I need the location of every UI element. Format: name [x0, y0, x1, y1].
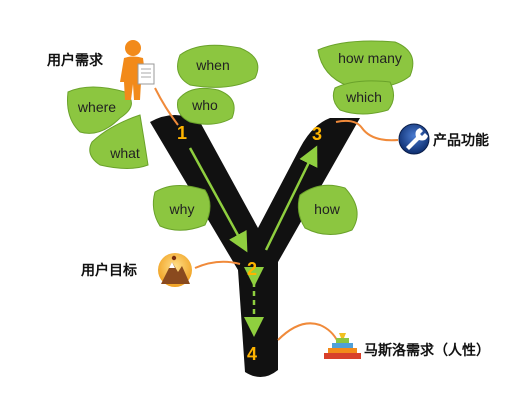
svg-text:where: where — [77, 99, 116, 115]
pyramid-icon — [324, 333, 361, 359]
leaf-where: where — [67, 86, 132, 134]
svg-text:who: who — [191, 97, 218, 113]
label-product-function: 产品功能 — [433, 132, 489, 149]
leaf-why: why — [152, 185, 211, 231]
label-user-goal: 用户目标 — [81, 262, 137, 279]
step-number-4: 4 — [247, 344, 257, 364]
wrench-icon — [398, 123, 430, 155]
step-number-3: 3 — [312, 124, 322, 144]
connector-product-function — [335, 119, 399, 142]
connector-maslow — [277, 322, 339, 343]
mountain-peak-icon — [158, 253, 192, 287]
svg-text:which: which — [345, 89, 382, 105]
label-maslow: 马斯洛需求（人性） — [364, 342, 490, 359]
step-number-2: 2 — [247, 259, 257, 279]
svg-text:how: how — [314, 201, 341, 217]
step-number-1: 1 — [177, 123, 187, 143]
arrow-1-to-2 — [188, 147, 248, 253]
connector-user-goal — [194, 260, 241, 269]
person-with-document-icon — [120, 40, 155, 100]
label-user-needs: 用户需求 — [47, 52, 104, 69]
y-trunk — [150, 115, 360, 378]
leaf-what: what — [89, 114, 149, 169]
svg-text:why: why — [169, 201, 195, 217]
leaf-when: when — [177, 44, 259, 88]
leaf-who: who — [177, 87, 235, 125]
arrow-2-to-3 — [264, 145, 318, 251]
leaf-how-many: how many — [317, 40, 414, 89]
leaf-how: how — [297, 184, 358, 235]
svg-text:when: when — [195, 57, 229, 73]
connector-user-needs — [154, 87, 179, 126]
leaf-which: which — [332, 80, 394, 115]
svg-text:what: what — [109, 145, 140, 161]
svg-text:how many: how many — [338, 50, 402, 66]
